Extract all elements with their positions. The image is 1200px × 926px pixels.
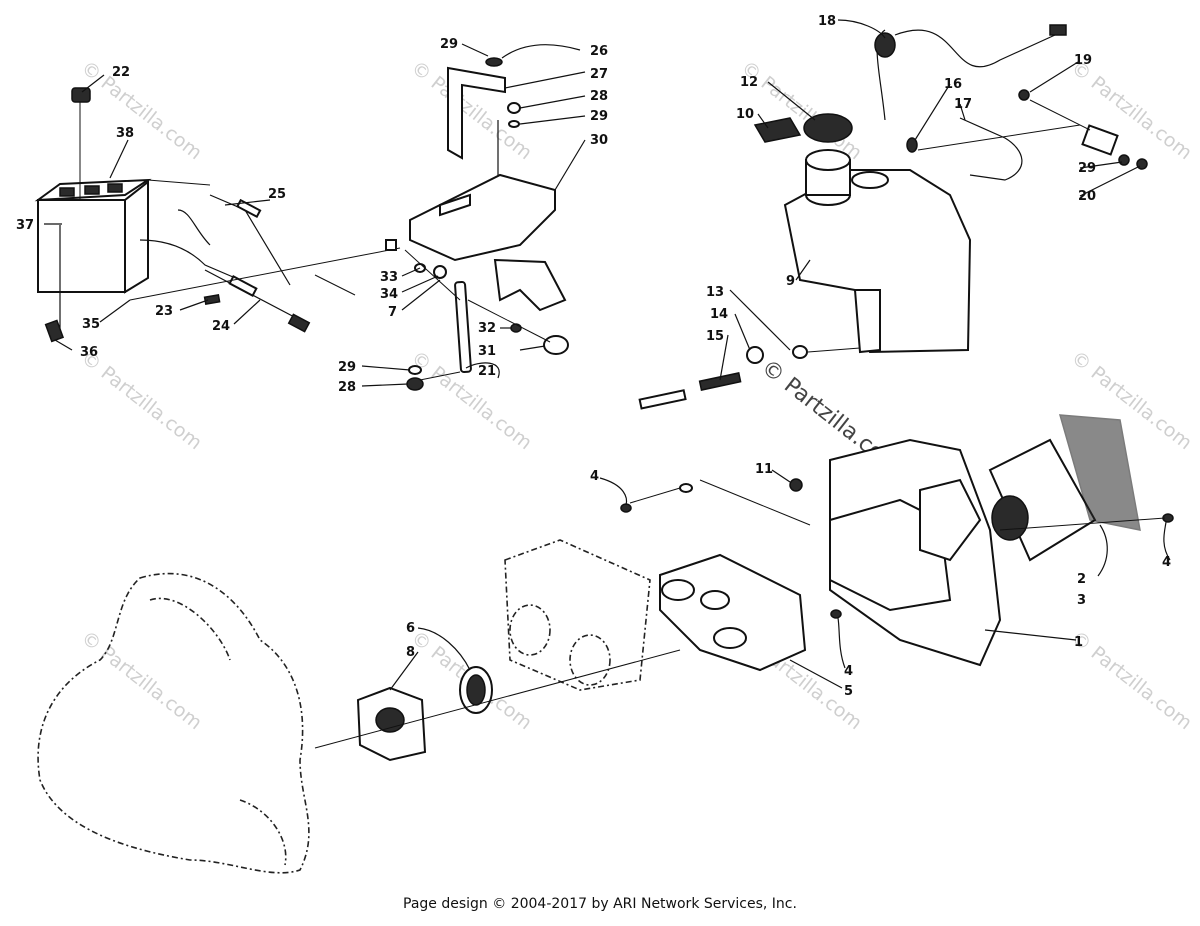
decal — [753, 117, 802, 143]
callout-19: 19 — [1074, 53, 1092, 68]
callout-25: 25 — [268, 187, 286, 202]
intake-assembly — [314, 539, 807, 762]
callout-23: 23 — [155, 304, 173, 319]
callout-4: 4 — [1162, 555, 1171, 570]
callout-34: 34 — [380, 287, 398, 302]
oil-tank — [783, 169, 972, 354]
callout-28: 28 — [590, 89, 608, 104]
callout-26: 26 — [590, 44, 608, 59]
callout-17: 17 — [954, 97, 972, 112]
callout-5: 5 — [844, 684, 853, 699]
battery-tray — [409, 173, 556, 262]
callout-7: 7 — [388, 305, 397, 320]
callout-24: 24 — [212, 319, 230, 334]
callout-11: 11 — [755, 462, 773, 477]
watermark: © Partzilla.com — [1067, 57, 1196, 165]
hold-down-strap — [447, 66, 506, 160]
engine-outline — [37, 572, 310, 874]
tray-support — [493, 258, 567, 312]
air-silencer-assembly — [620, 414, 1174, 667]
callout-18: 18 — [818, 14, 836, 29]
copyright-footer: Page design © 2004-2017 by ARI Network S… — [403, 896, 797, 912]
watermark: © Partzilla.com — [1067, 627, 1196, 735]
callout-12: 12 — [740, 75, 758, 90]
callout-13: 13 — [706, 285, 724, 300]
callout-35: 35 — [82, 317, 100, 332]
callout-28: 28 — [338, 380, 356, 395]
callout-32: 32 — [478, 321, 496, 336]
callout-22: 22 — [112, 65, 130, 80]
callout-38: 38 — [116, 126, 134, 141]
tank-cap — [803, 113, 853, 143]
callout-15: 15 — [706, 329, 724, 344]
callout-8: 8 — [406, 645, 415, 660]
watermark-layer: © Partzilla.com © Partzilla.com © Partzi… — [77, 57, 1196, 735]
callout-3: 3 — [1077, 593, 1086, 608]
screen-mesh — [1058, 414, 1141, 531]
callout-2: 2 — [1077, 572, 1086, 587]
callout-20: 20 — [1078, 189, 1096, 204]
callout-37: 37 — [16, 218, 34, 233]
callout-30: 30 — [590, 133, 608, 148]
callout-9: 9 — [786, 274, 795, 289]
battery-body — [37, 199, 126, 293]
callout-29: 29 — [440, 37, 458, 52]
callout-31: 31 — [478, 344, 496, 359]
callout-29: 29 — [338, 360, 356, 375]
battery-assembly — [34, 87, 401, 343]
callout-1: 1 — [1074, 635, 1083, 650]
watermark: © Partzilla.com — [77, 57, 206, 165]
callout-16: 16 — [944, 77, 962, 92]
callout-4: 4 — [844, 664, 853, 679]
callout-36: 36 — [80, 345, 98, 360]
callout-29: 29 — [1078, 161, 1096, 176]
callout-21: 21 — [478, 364, 496, 379]
callout-27: 27 — [590, 67, 608, 82]
oil-tank-assembly — [638, 24, 1148, 410]
callout-14: 14 — [710, 307, 728, 322]
watermark: © Partzilla.com — [77, 627, 206, 735]
callout-6: 6 — [406, 621, 415, 636]
watermark: © Partzilla.com — [737, 57, 866, 165]
callout-29: 29 — [590, 109, 608, 124]
leader-lines — [44, 19, 1171, 691]
intake-adapter — [659, 553, 807, 672]
watermark: © Partzilla.com — [77, 347, 206, 455]
battery-side — [124, 179, 149, 294]
battery-bracket-assembly — [385, 57, 569, 391]
callout-10: 10 — [736, 107, 754, 122]
callout-labels: 22 38 37 25 23 24 35 36 29 26 27 28 29 3… — [16, 14, 1171, 699]
callout-4: 4 — [590, 469, 599, 484]
callout-33: 33 — [380, 270, 398, 285]
